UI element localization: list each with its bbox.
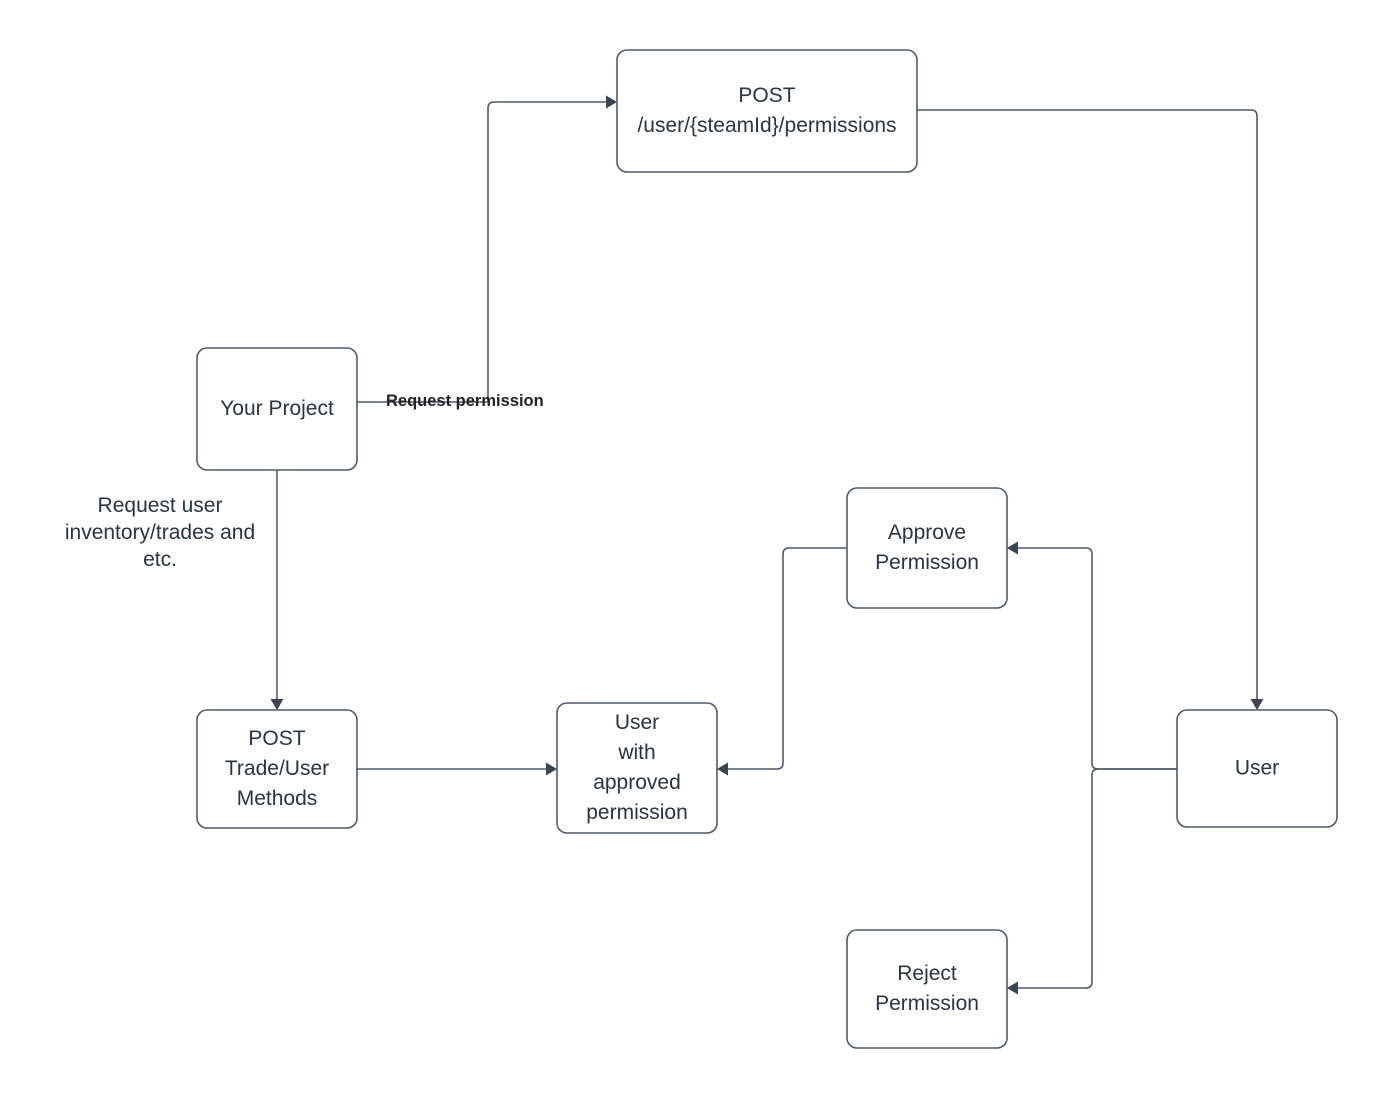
edge-user-to-approve <box>1007 541 1178 770</box>
post-permissions-node-label: POST/user/{steamId}/permissions <box>637 84 896 137</box>
edge-your-project-to-post-permissions <box>356 95 617 403</box>
edge-your-project-to-post-methods <box>270 469 284 710</box>
user-node-label: User <box>1235 756 1279 779</box>
post-permissions-node[interactable]: POST/user/{steamId}/permissions <box>616 49 918 173</box>
edge-your-project-to-post-permissions-label: Request permission <box>386 392 544 410</box>
edge-approve-to-user-approved-arrowhead-icon <box>717 762 728 776</box>
approve-permission-node-box[interactable] <box>846 487 1008 609</box>
edge-post-permissions-to-user-arrowhead-icon <box>1250 699 1264 710</box>
edges-layer <box>270 95 1264 995</box>
your-project-node[interactable]: Your Project <box>196 347 358 471</box>
reject-permission-node-box[interactable] <box>846 929 1008 1049</box>
edge-user-to-reject-arrowhead-icon <box>1007 981 1018 995</box>
edge-approve-to-user-approved <box>717 547 848 776</box>
edge-user-to-reject-line <box>1017 768 1178 989</box>
user-node-box[interactable] <box>1176 709 1338 828</box>
edge-your-project-to-post-permissions-arrowhead-icon <box>606 95 617 109</box>
edge-post-permissions-to-user-line <box>916 109 1258 700</box>
your-project-node-box[interactable] <box>196 347 358 471</box>
your-project-node-label: Your Project <box>220 397 334 420</box>
edge-your-project-to-post-permissions-line <box>356 101 607 403</box>
user-node[interactable]: User <box>1176 709 1338 828</box>
edge-post-permissions-to-user <box>916 109 1264 710</box>
edge-approve-to-user-approved-line <box>727 547 848 770</box>
post-permissions-node-box[interactable] <box>616 49 918 173</box>
edge-user-to-approve-arrowhead-icon <box>1007 541 1018 555</box>
user-with-approved-permission-node-box[interactable] <box>556 702 718 834</box>
post-trade-user-methods-node-box[interactable] <box>196 709 358 829</box>
edge-user-to-approve-line <box>1017 547 1178 770</box>
edge-post-methods-to-user-approved <box>356 762 557 776</box>
edge-user-to-reject <box>1007 768 1178 995</box>
edge-post-methods-to-user-approved-arrowhead-icon <box>546 762 557 776</box>
edge-your-project-to-post-methods-arrowhead-icon <box>270 699 284 710</box>
